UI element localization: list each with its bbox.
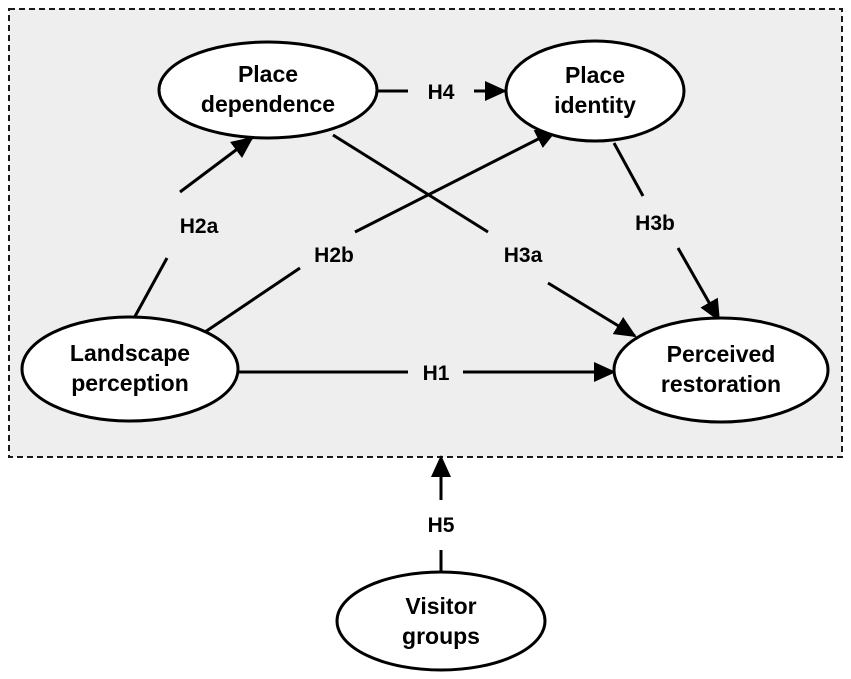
edge-h3a-line-upper bbox=[332, 133, 489, 234]
node-place-identity-line2: identity bbox=[554, 92, 636, 118]
node-visitor-groups-line2: groups bbox=[402, 623, 480, 649]
node-place-dependence: Place dependence bbox=[157, 40, 379, 140]
edge-h2a-line-upper bbox=[179, 136, 254, 194]
edge-h3b-line-lower bbox=[676, 247, 721, 322]
edge-label-h5: H5 bbox=[428, 514, 455, 537]
edge-label-h1: H1 bbox=[423, 362, 450, 385]
node-landscape-perception-line2: perception bbox=[71, 370, 189, 396]
node-place-identity-line1: Place bbox=[565, 62, 625, 88]
node-place-dependence-shape bbox=[157, 40, 379, 140]
edge-label-h2b: H2b bbox=[314, 244, 354, 267]
edge-h2a-line-lower bbox=[131, 257, 169, 321]
node-place-identity: Place identity bbox=[504, 39, 686, 143]
edge-h2b bbox=[204, 128, 558, 334]
node-landscape-perception-shape bbox=[20, 315, 240, 423]
edge-h3b-line-upper bbox=[612, 142, 645, 197]
edge-h3a-line-lower bbox=[547, 281, 637, 338]
edge-label-h4: H4 bbox=[428, 81, 455, 104]
node-perceived-restoration-shape bbox=[612, 316, 830, 424]
edge-h3b bbox=[612, 142, 721, 322]
edge-h3a bbox=[332, 133, 637, 338]
node-visitor-groups-shape bbox=[335, 570, 547, 672]
edge-label-h3b: H3b bbox=[635, 212, 675, 235]
node-place-identity-shape bbox=[504, 39, 686, 143]
edge-label-h3a: H3a bbox=[504, 244, 543, 267]
node-perceived-restoration-line2: restoration bbox=[661, 371, 781, 397]
edge-label-h2a: H2a bbox=[180, 215, 219, 238]
edge-h2b-line-upper bbox=[354, 128, 558, 234]
node-place-dependence-line1: Place bbox=[238, 61, 298, 87]
node-visitor-groups: Visitor groups bbox=[335, 570, 547, 672]
node-visitor-groups-line1: Visitor bbox=[405, 593, 476, 619]
node-landscape-perception: Landscape perception bbox=[20, 315, 240, 423]
edge-h2a bbox=[131, 136, 254, 321]
node-landscape-perception-line1: Landscape bbox=[70, 340, 190, 366]
node-perceived-restoration-line1: Perceived bbox=[667, 341, 776, 367]
node-perceived-restoration: Perceived restoration bbox=[612, 316, 830, 424]
node-place-dependence-line2: dependence bbox=[201, 91, 335, 117]
edge-h2b-line-lower bbox=[204, 266, 301, 334]
